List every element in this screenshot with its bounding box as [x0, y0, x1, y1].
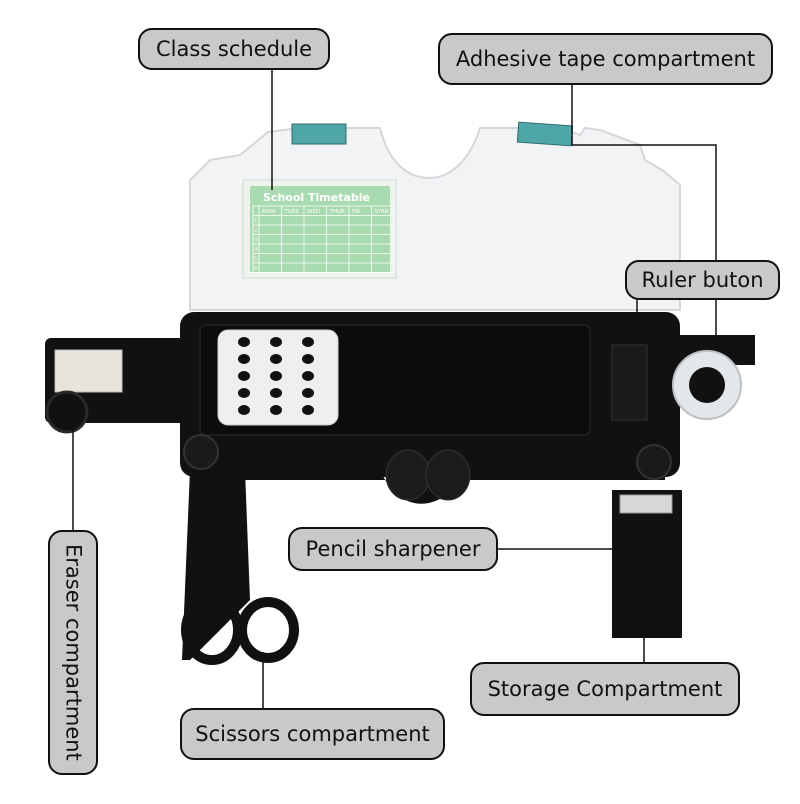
timetable-day: STAR: [375, 209, 389, 215]
eraser-ring: [45, 390, 89, 434]
timetable-title: School Timetable: [263, 191, 370, 204]
timetable-day: TUES: [284, 209, 300, 215]
storage-leg: [612, 490, 682, 638]
clip-left: [291, 123, 347, 145]
label-scissors: Scissors compartment: [180, 708, 445, 760]
label-adhesive-tape: Adhesive tape compartment: [438, 33, 773, 85]
foot-right: [636, 444, 672, 480]
side-slot: [611, 344, 648, 421]
center-button-left: [385, 449, 431, 501]
label-ruler-button: Ruler buton: [625, 260, 780, 300]
label-class-schedule: Class schedule: [138, 28, 330, 70]
timetable-row-number: 4: [254, 247, 258, 253]
center-button-right: [425, 449, 471, 501]
clip-right: [516, 121, 574, 147]
school-timetable: School Timetable MON TUES WED THUR FRI STAR 1…: [242, 179, 397, 279]
scissors: [181, 479, 299, 665]
eraser-block: [54, 349, 123, 393]
pen-holder-insert: [217, 329, 339, 426]
tape-core: [689, 367, 725, 403]
storage-top: [619, 494, 673, 514]
leader-lines: [72, 70, 717, 708]
timetable-day: MON: [262, 209, 275, 215]
timetable-day: THUR: [329, 209, 346, 215]
timetable-row-number: 1: [254, 219, 258, 225]
timetable-day: FRI: [352, 209, 361, 215]
timetable-day: WED: [307, 209, 320, 215]
timetable-row-number: 2: [254, 228, 258, 234]
foot-left: [183, 434, 219, 470]
label-eraser: Eraser compartment: [48, 530, 98, 775]
label-pencil-sharpener: Pencil sharpener: [288, 527, 498, 571]
timetable-row-number: 3: [254, 238, 258, 244]
label-storage: Storage Compartment: [470, 662, 740, 716]
timetable-row-number: 6: [254, 266, 258, 272]
timetable-row-number: 5: [254, 257, 258, 263]
